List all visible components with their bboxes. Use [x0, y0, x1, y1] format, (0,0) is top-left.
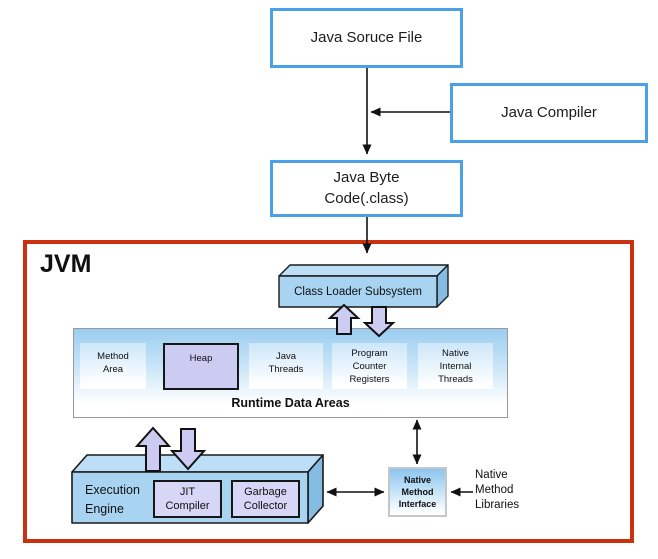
garbage-collector-label: Garbage Collector [243, 486, 288, 512]
java-threads-box: Java Threads [249, 343, 323, 389]
method-area-box: Method Area [80, 343, 146, 389]
jit-compiler-label: JIT Compiler [165, 486, 210, 512]
native-method-libraries-label: Native Method Libraries [475, 469, 520, 511]
java-compiler-label: Java Compiler [501, 103, 597, 121]
java-compiler-box: Java Compiler [450, 83, 648, 143]
java-source-file-label: Java Soruce File [310, 28, 423, 46]
jit-compiler-box: JIT Compiler [153, 480, 222, 518]
java-byte-code-label: Java Byte Code(.class) [324, 169, 409, 207]
native-method-interface-box: Native Method Interface [388, 467, 447, 517]
native-internal-threads-box: Native Internal Threads [418, 343, 493, 389]
java-byte-code-box: Java Byte Code(.class) [270, 160, 463, 217]
jvm-container [23, 240, 634, 543]
class-loader-subsystem-label: Class Loader Subsystem [294, 285, 422, 298]
jvm-label: JVM [40, 250, 92, 278]
runtime-data-areas-label: Runtime Data Areas [231, 396, 350, 410]
class-loader-front-face [278, 275, 438, 308]
execution-engine-label: Execution Engine [85, 483, 140, 516]
garbage-collector-box: Garbage Collector [231, 480, 300, 518]
heap-box: Heap [163, 343, 239, 390]
class-loader-3d-box [278, 264, 449, 308]
java-source-file-box: Java Soruce File [270, 8, 463, 68]
program-counter-registers-box: Program Counter Registers [332, 343, 407, 389]
